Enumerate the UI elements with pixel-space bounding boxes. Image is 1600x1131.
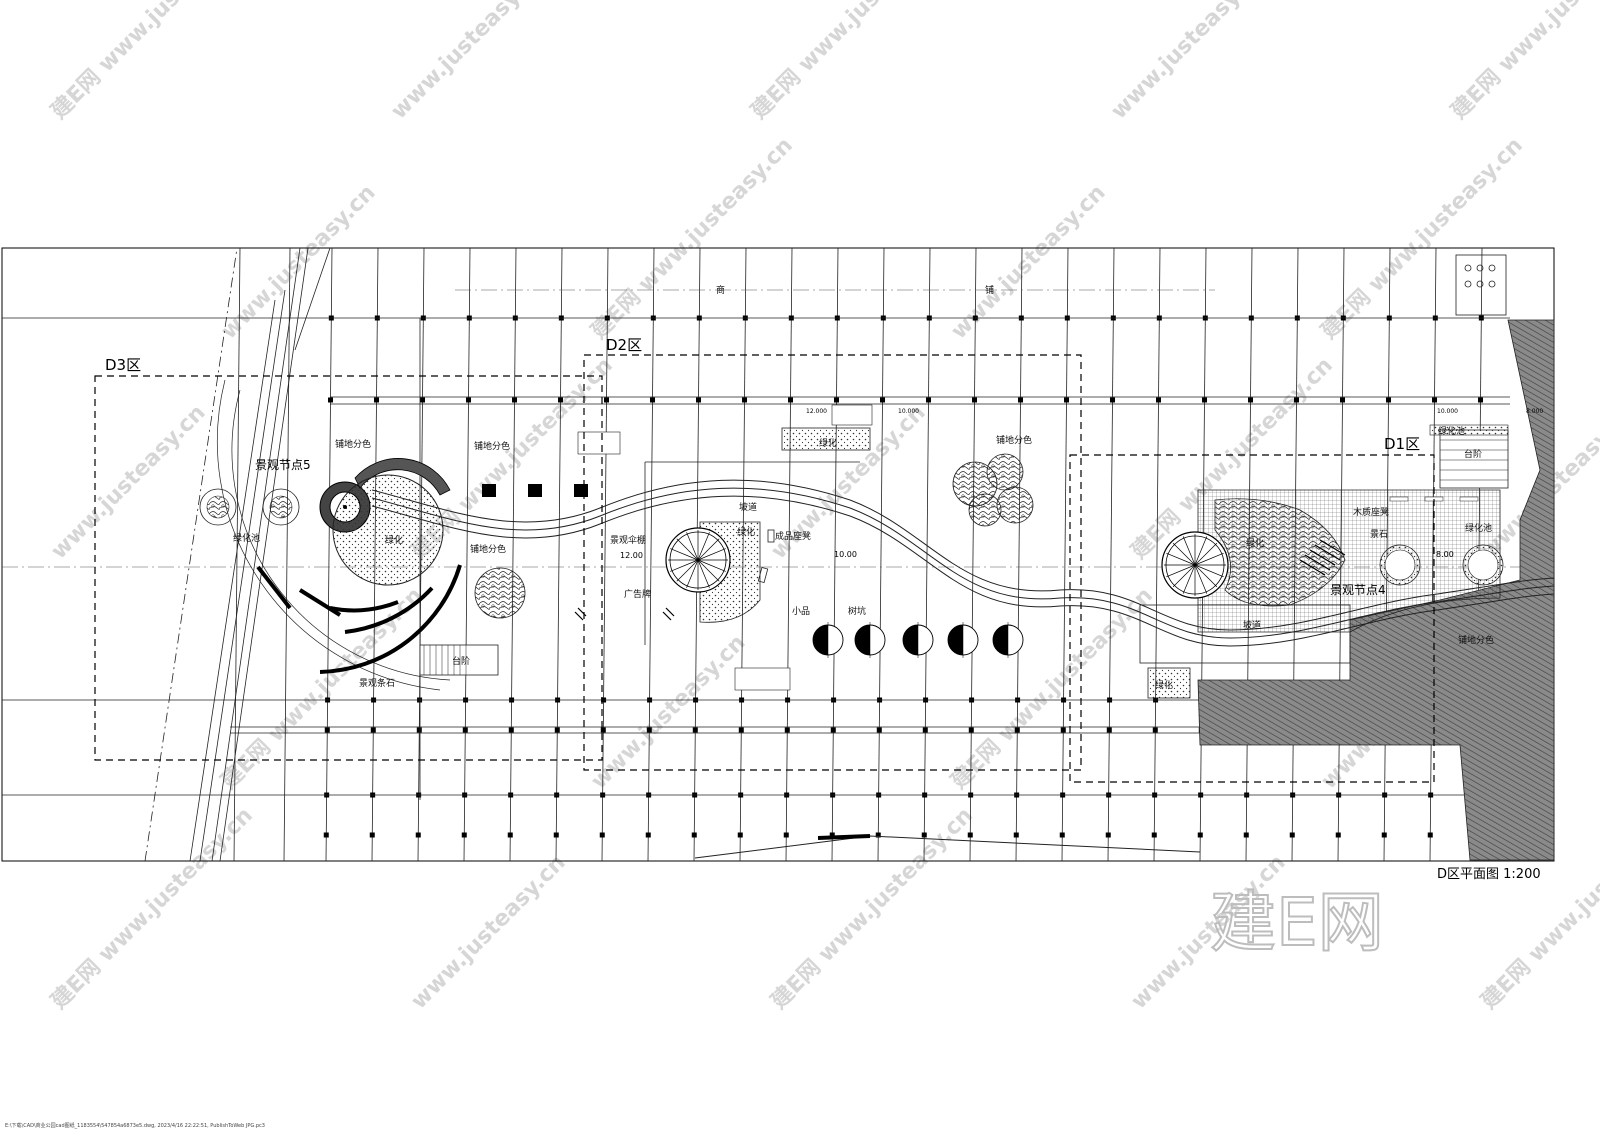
label-sculpture: 小品 — [792, 606, 810, 617]
square-planters — [482, 484, 588, 497]
label-ramp-d1: 坡道 — [1243, 619, 1261, 631]
watermark-text: www.justeasy.cn — [1107, 0, 1271, 124]
billboard-marks — [574, 607, 675, 621]
zone-label-d2: D2区 — [606, 336, 642, 354]
watermark-text: 建E网 www.justeasy.cn — [1447, 0, 1600, 124]
toilet-block — [1455, 254, 1507, 316]
zone-label-d3: D3区 — [105, 356, 141, 374]
label-green-pool-top-right: 绿化池 — [1438, 425, 1465, 437]
label-green-pool-left: 绿化池 — [233, 532, 260, 544]
elevation-e2: 10.00 — [834, 550, 857, 559]
shop-label-right: 铺 — [985, 284, 994, 296]
label-wood-bench: 木质座凳 — [1353, 506, 1389, 518]
watermark-text: 建E网 www.justeasy.cn — [767, 803, 978, 1014]
file-path-footer: E:\下载\CAD\商业公园cad图纸_1183554\547854a6873e… — [5, 1122, 265, 1129]
green-circle-center — [332, 474, 444, 586]
diagonal-road — [144, 247, 331, 862]
stair-d2-low — [734, 667, 791, 691]
wood-bench-d1 — [1299, 539, 1346, 576]
umbrella-canopy-d1 — [1161, 531, 1229, 599]
label-landscape-stone: 景石 — [1370, 529, 1388, 540]
stone-garden-d1 — [1214, 498, 1346, 607]
paving-circles-right — [952, 453, 1034, 527]
tree-circle-2 — [262, 488, 300, 526]
label-green-d1-node: 绿化 — [1246, 537, 1264, 549]
watermark-text: 建E网 www.justeasy.cn — [1317, 133, 1528, 344]
steps-d3 — [419, 644, 499, 676]
green-pool-top-right — [1429, 424, 1509, 436]
bench-d2 — [767, 529, 775, 543]
label-bench: 成品座凳 — [775, 530, 811, 542]
label-green-pool-right: 绿化池 — [1465, 522, 1492, 534]
elevation-e7: 8.000 — [1526, 408, 1543, 415]
elevation-e3: 8.00 — [1436, 550, 1454, 559]
watermark-text: 建E网 www.justeasy.cn — [587, 133, 798, 344]
elevation-e4: 12.000 — [806, 408, 827, 415]
label-umbrella: 景观伞棚 — [610, 534, 646, 546]
shop-label-left: 商 — [716, 284, 725, 296]
ramp-box-d1 — [1139, 604, 1351, 664]
node5-dark-arc — [354, 458, 451, 496]
tree-circle-1-inner — [206, 495, 230, 519]
stair-d2-top — [831, 404, 873, 426]
bench-d2-b — [757, 566, 769, 584]
watermark-text: www.justeasy.cn — [407, 850, 571, 1014]
hatched-plaza-right — [1197, 319, 1555, 861]
watermark-text: www.justeasy.cn — [387, 0, 551, 124]
tree-circle-2-inner — [269, 495, 293, 519]
label-green-d1-bottom: 绿化 — [1155, 679, 1173, 691]
umbrella-canopy-d2 — [665, 527, 731, 593]
stair-d2-left — [577, 431, 621, 455]
watermark-text: 建E网 www.justeasy.cn — [747, 0, 958, 124]
label-billboard: 广告牌 — [624, 588, 651, 600]
watermark-text: www.justeasy.cn — [47, 400, 211, 564]
elevation-e1: 12.00 — [620, 551, 643, 560]
paving-circle-d3 — [474, 567, 526, 619]
label-green-top-d2: 绿化 — [819, 437, 837, 449]
elevation-e5: 10.000 — [898, 408, 919, 415]
node-label-4: 景观节点4 — [1330, 583, 1386, 597]
label-tree-pit: 树坑 — [848, 605, 866, 617]
node-label-5: 景观节点5 — [255, 458, 311, 472]
elevation-e6: 10.000 — [1437, 408, 1458, 415]
green-box-top-d2 — [781, 427, 871, 451]
label-step-left: 台阶 — [452, 655, 470, 667]
brand-logo: 建E网 — [1210, 884, 1384, 961]
label-green-center: 绿化 — [385, 534, 403, 546]
green-pools-d1 — [1379, 544, 1504, 586]
watermark-text: 建E网 www.justeasy.cn — [47, 0, 258, 124]
winding-ramp — [371, 479, 1555, 647]
watermark-text: 建E网 www.justeasy.cn — [47, 803, 258, 1014]
step-lines-d1 — [1440, 439, 1508, 481]
tree-circle-1 — [199, 488, 237, 526]
watermark-text: www.justeasy.cn — [947, 180, 1111, 344]
green-box-d1-bottom — [1147, 667, 1191, 699]
zone-boundaries — [94, 354, 1435, 783]
watermark-text: www.justeasy.cn — [217, 180, 381, 344]
tree-pits — [812, 622, 1024, 658]
label-step-right: 台阶 — [1464, 448, 1482, 460]
building-bottom-bar — [817, 834, 871, 840]
label-green-d2-mid: 绿化 — [737, 526, 755, 538]
label-paving-e: 铺地分色 — [1458, 634, 1494, 646]
drawing-title: D区平面图 1:200 — [1437, 867, 1541, 882]
landscape-bars — [256, 564, 462, 674]
label-paving-a: 铺地分色 — [335, 438, 371, 450]
steps-d3-lines — [423, 645, 467, 675]
label-paving-c: 铺地分色 — [470, 543, 506, 555]
node5-rings — [216, 379, 451, 691]
label-ramp-d2: 坡道 — [739, 501, 757, 513]
zone-label-d1: D1区 — [1384, 435, 1420, 453]
label-paving-b: 铺地分色 — [474, 440, 510, 452]
label-paving-d: 铺地分色 — [996, 434, 1032, 446]
label-landscape-bars: 景观条石 — [359, 677, 395, 689]
